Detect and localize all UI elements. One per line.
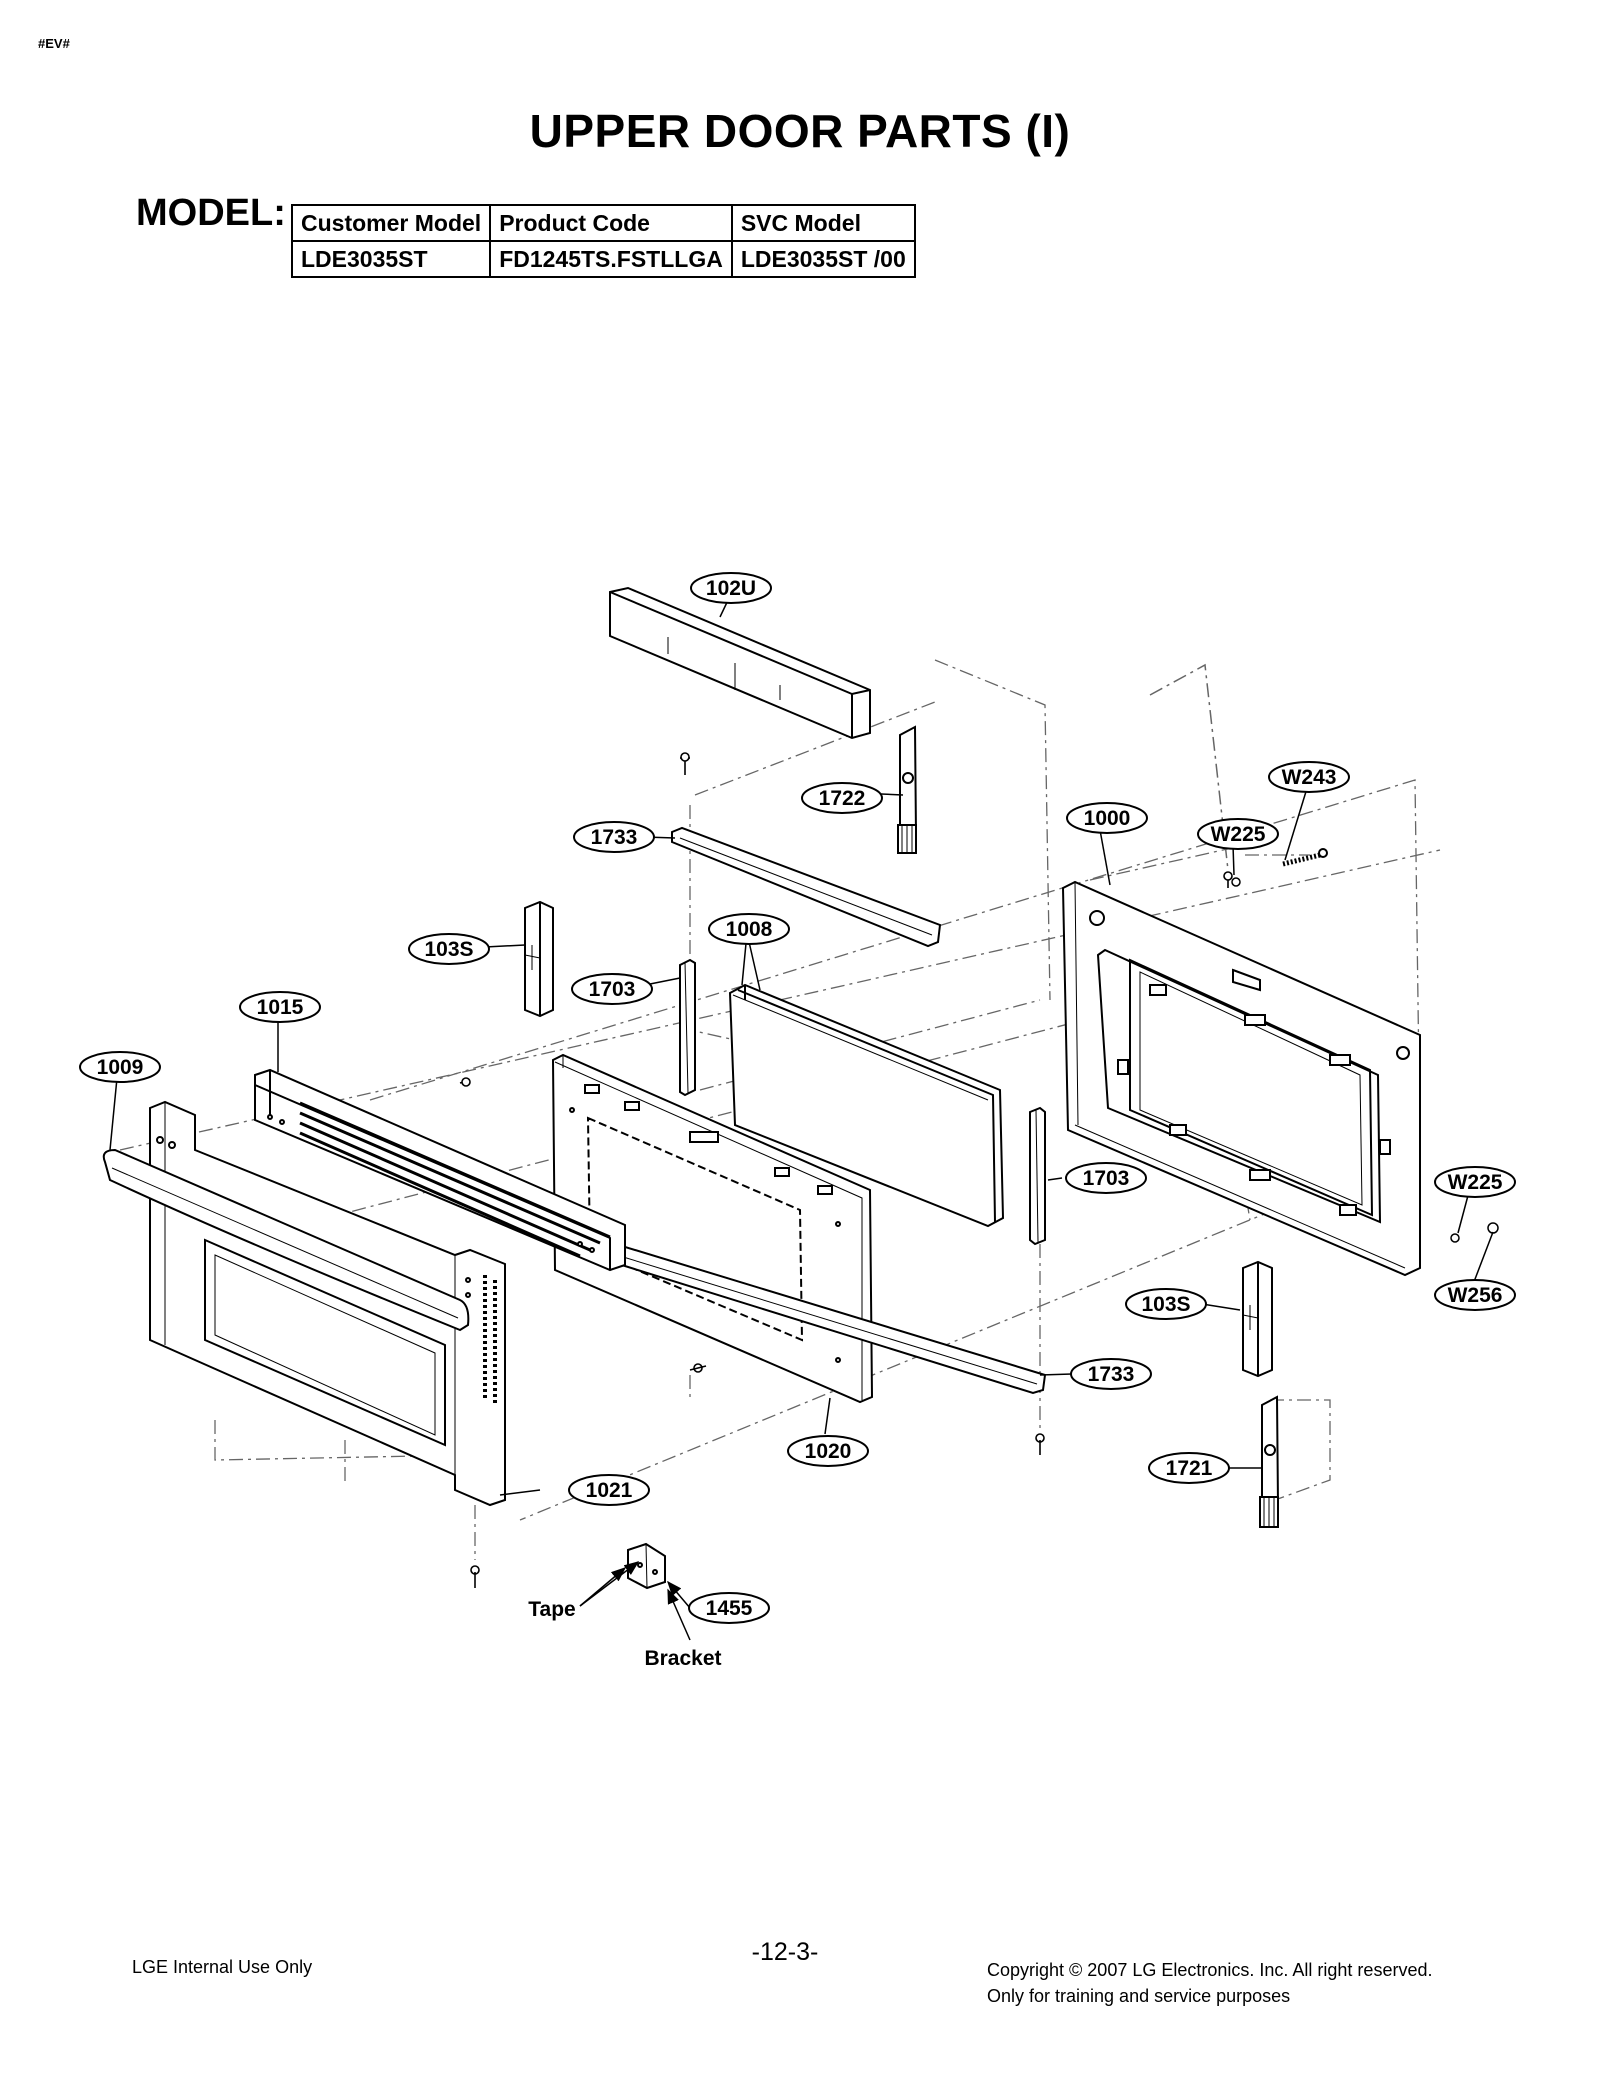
- callout-1703-right: 1703: [1065, 1162, 1147, 1194]
- callout-1733-bottom: 1733: [1070, 1358, 1152, 1390]
- header-customer-model: Customer Model: [290, 204, 492, 242]
- callout-1722: 1722: [801, 782, 883, 814]
- header-product-code: Product Code: [489, 204, 733, 242]
- callout-1015: 1015: [239, 991, 321, 1023]
- callout-W225-right: W225: [1434, 1166, 1516, 1198]
- footer-training-note: Only for training and service purposes: [987, 1986, 1291, 2006]
- callout-1733-top: 1733: [573, 821, 655, 853]
- callout-102U-text: 102U: [706, 577, 756, 600]
- callout-1703-left-text: 1703: [589, 978, 636, 1001]
- callout-1009-text: 1009: [97, 1056, 144, 1079]
- part-103S-left: [524, 900, 554, 1018]
- callout-1455-text: 1455: [706, 1597, 753, 1620]
- callout-W256-text: W256: [1448, 1284, 1503, 1307]
- callout-W256: W256: [1434, 1279, 1516, 1311]
- label-tape: Tape: [528, 1598, 575, 1621]
- part-W243-screw: [1282, 848, 1328, 867]
- model-table-row: LDE3035ST FD1245TS.FSTLLGA LDE3035ST /00: [290, 240, 916, 278]
- part-W225-top-washer: [1231, 877, 1241, 887]
- screws: [459, 752, 1233, 1588]
- footer-page-number: -12-3-: [751, 1938, 819, 1966]
- part-1015-vent-strip: [254, 1068, 626, 1272]
- callout-1733-top-text: 1733: [591, 826, 638, 849]
- part-1703-left-bracket: [679, 958, 696, 1097]
- callout-W243-text: W243: [1282, 766, 1337, 789]
- cell-customer-model: LDE3035ST: [290, 240, 492, 278]
- callout-1703-right-text: 1703: [1083, 1167, 1130, 1190]
- model-label: MODEL:: [136, 192, 286, 234]
- footer-copyright-line: Copyright © 2007 LG Electronics. Inc. Al…: [987, 1960, 1433, 1980]
- callout-1008: 1008: [708, 913, 790, 945]
- part-1000-inner-frame: [1061, 880, 1421, 1277]
- model-table: Customer Model Product Code SVC Model LD…: [290, 204, 916, 278]
- callout-103S-left-text: 103S: [424, 938, 473, 961]
- callout-W225-top: W225: [1197, 818, 1279, 850]
- callout-1020: 1020: [787, 1435, 869, 1467]
- cell-product-code: FD1245TS.FSTLLGA: [489, 240, 733, 278]
- callout-1733-bottom-text: 1733: [1088, 1363, 1135, 1386]
- footer-internal-use: LGE Internal Use Only: [132, 1957, 313, 1977]
- cell-svc-model: LDE3035ST /00: [730, 240, 916, 278]
- callout-1455: 1455: [688, 1592, 770, 1624]
- part-1008-glass: [728, 983, 1005, 1228]
- callout-1721: 1721: [1148, 1452, 1230, 1484]
- callout-103S-left: 103S: [408, 933, 490, 965]
- part-1009-handle: [102, 1148, 470, 1332]
- part-102U-strip: [609, 586, 871, 740]
- callout-1021: 1021: [568, 1474, 650, 1506]
- model-table-header-row: Customer Model Product Code SVC Model: [290, 204, 916, 242]
- callout-1722-text: 1722: [819, 787, 866, 810]
- header-svc-model: SVC Model: [730, 204, 916, 242]
- callout-W243: W243: [1268, 761, 1350, 793]
- callout-1703-left: 1703: [571, 973, 653, 1005]
- callout-1015-text: 1015: [257, 996, 304, 1019]
- callout-W225-top-text: W225: [1211, 823, 1266, 846]
- part-1703-right-bracket: [1029, 1106, 1046, 1246]
- part-1722-hinge: [897, 725, 918, 854]
- callout-1000: 1000: [1066, 802, 1148, 834]
- callout-103S-right: 103S: [1125, 1288, 1207, 1320]
- callout-1008-text: 1008: [726, 918, 773, 941]
- part-W225-W256-washers: [1450, 1222, 1499, 1243]
- callout-1020-text: 1020: [805, 1440, 852, 1463]
- callout-1000-text: 1000: [1084, 807, 1131, 830]
- document-tag: #EV#: [38, 36, 70, 51]
- callout-1021-text: 1021: [586, 1479, 633, 1502]
- callout-102U: 102U: [690, 572, 772, 604]
- page-title: UPPER DOOR PARTS (I): [529, 105, 1071, 157]
- label-bracket: Bracket: [644, 1647, 721, 1670]
- part-1721-hinge: [1259, 1395, 1280, 1528]
- callout-1721-text: 1721: [1166, 1457, 1213, 1480]
- part-1455-bracket: [627, 1542, 666, 1590]
- callout-W225-right-text: W225: [1448, 1171, 1503, 1194]
- part-103S-right: [1242, 1260, 1273, 1378]
- part-1733-top-channel: [671, 826, 942, 948]
- callout-103S-right-text: 103S: [1141, 1293, 1190, 1316]
- callout-1009: 1009: [79, 1051, 161, 1083]
- footer-copyright: Copyright © 2007 LG Electronics. Inc. Al…: [987, 1957, 1432, 2009]
- callout-labels: 102U 1722 1733 W243 1000 W225 1008 103S …: [79, 572, 1516, 1670]
